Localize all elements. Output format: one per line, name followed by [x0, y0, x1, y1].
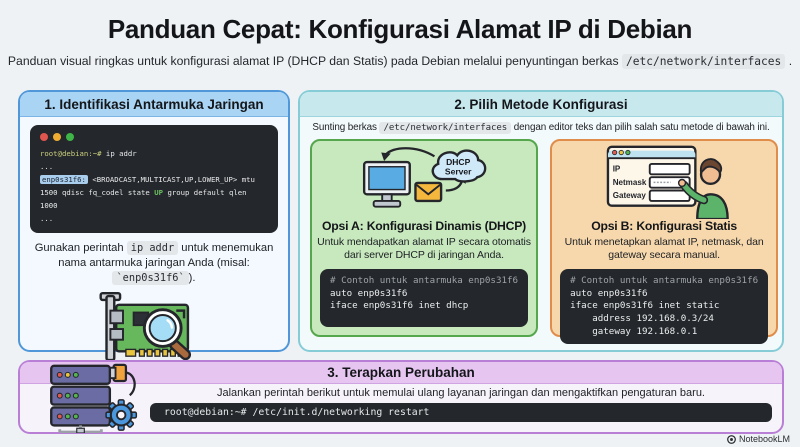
state-text-pre: 1500 qdisc fq_codel state	[40, 187, 150, 197]
subtitle-text: Panduan visual ringkas untuk konfigurasi…	[7, 54, 619, 68]
server-stack-icon	[50, 363, 138, 434]
intro-code-chip: /etc/network/interfaces	[379, 122, 512, 134]
section-choose-method: 2. Pilih Metode Konfigurasi Sunting berk…	[298, 90, 784, 352]
code-line: gateway 192.168.0.1	[570, 325, 698, 337]
option-b-description: Untuk menetapkan alamat IP, netmask, dan…	[564, 236, 764, 262]
section1-title: 1. Identifikasi Antarmuka Jaringan	[20, 92, 288, 117]
interface-name-highlight: enp0s31f6:	[40, 174, 88, 184]
section3-title: 3. Terapkan Perubahan	[20, 362, 782, 384]
page-title: Panduan Cepat: Konfigurasi Alamat IP di …	[107, 14, 693, 44]
static-form-illustration-icon: IP Netmask Gateway	[606, 145, 729, 219]
maximize-dot-icon	[66, 133, 74, 141]
caption-code-chip: `enp0s31f6`	[112, 271, 189, 286]
interface-flags: <BROADCAST,MULTICAST,UP,LOWER_UP> mtu	[92, 174, 255, 184]
section1-caption: Gunakan perintah ip addr untuk menemukan…	[20, 240, 288, 286]
option-b-title: Opsi B: Konfigurasi Statis	[591, 219, 738, 233]
option-a-description: Untuk mendapatkan alamat IP secara otoma…	[317, 236, 531, 262]
option-dhcp-card: DHCP Server Opsi A: Konfigurasi Dinamis …	[310, 139, 539, 337]
intro-text: dengan editor teks dan pilih salah satu …	[513, 122, 770, 133]
shell-command: /etc/init.d/networking restart	[252, 407, 430, 418]
section2-title: 2. Pilih Metode Konfigurasi	[300, 92, 782, 117]
static-code-block: # Contoh untuk antarmuka enp0s31f6 auto …	[560, 268, 769, 345]
code-line: iface enp0s31f6 inet dhcp	[330, 300, 469, 312]
close-dot-icon	[40, 133, 48, 141]
option-a-title: Opsi A: Konfigurasi Dinamis (DHCP)	[322, 219, 527, 233]
form-label-netmask: Netmask	[613, 178, 647, 187]
notebooklm-logo-icon	[727, 434, 736, 444]
dhcp-code-block: # Contoh untuk antarmuka enp0s31f6 auto …	[320, 268, 529, 327]
code-line-comment: # Contoh untuk antarmuka enp0s31f6	[330, 274, 519, 286]
page-subtitle: Panduan visual ringkas untuk konfigurasi…	[0, 54, 800, 69]
terminal-output: root@debian:~# ip addr ... enp0s31f6: <B…	[40, 148, 268, 226]
section-identify-interface: 1. Identifikasi Antarmuka Jaringan root@…	[18, 90, 290, 362]
restart-command-bar: root@debian:~# /etc/init.d/networking re…	[150, 403, 772, 422]
caption-text: Gunakan perintah	[34, 241, 124, 254]
section3-description: Jalankan perintah berikut untuk memulai …	[217, 387, 705, 399]
form-label-ip: IP	[613, 165, 621, 174]
shell-prompt: root@debian:~#	[164, 407, 247, 418]
code-line: auto enp0s31f6	[570, 287, 648, 299]
terminal-line-ellipsis: ...	[40, 213, 54, 223]
intro-text: Sunting berkas	[312, 122, 377, 133]
terminal-line-interface: enp0s31f6: <BROADCAST,MULTICAST,UP,LOWER…	[40, 174, 268, 187]
code-line: iface enp0s31f6 inet static	[570, 300, 720, 312]
subtitle-code-chip: /etc/network/interfaces	[621, 54, 786, 69]
notebooklm-watermark: NotebookLM	[727, 434, 790, 444]
section-apply-changes: 3. Terapkan Perubahan	[18, 360, 784, 434]
terminal-window-controls	[40, 133, 268, 141]
terminal-window: root@debian:~# ip addr ... enp0s31f6: <B…	[30, 125, 278, 233]
cloud-label-line1: DHCP	[446, 157, 471, 167]
shell-prompt: root@debian:~#	[40, 149, 102, 158]
terminal-line-state: 1500 qdisc fq_codel state UP group defau…	[40, 187, 268, 213]
state-text-post: group default qlen 1000	[40, 187, 247, 210]
terminal-line-ellipsis: ...	[40, 161, 54, 171]
option-static-card: IP Netmask Gateway Opsi B: Konfigurasi S…	[550, 139, 779, 345]
minimize-dot-icon	[53, 133, 61, 141]
cloud-label-line2: Server	[445, 166, 472, 176]
form-label-gateway: Gateway	[613, 191, 647, 200]
code-line: auto enp0s31f6	[330, 287, 408, 299]
subtitle-period: .	[788, 54, 793, 68]
code-line: address 192.168.0.3/24	[570, 312, 714, 324]
section2-intro: Sunting berkas /etc/network/interfaces d…	[300, 122, 782, 134]
caption-text: ).	[188, 272, 196, 285]
caption-code-chip: ip addr	[126, 240, 179, 255]
network-card-icon	[99, 292, 192, 362]
state-up: UP	[154, 187, 164, 197]
terminal-line-command: root@debian:~# ip addr	[40, 148, 268, 161]
watermark-label: NotebookLM	[738, 434, 790, 444]
caption-text: untuk menemukan nama antarmuka jaringan …	[58, 241, 274, 270]
dhcp-illustration-icon: DHCP Server	[362, 147, 487, 208]
shell-command: ip addr	[105, 149, 137, 158]
code-line-comment: # Contoh untuk antarmuka enp0s31f6	[570, 274, 759, 286]
